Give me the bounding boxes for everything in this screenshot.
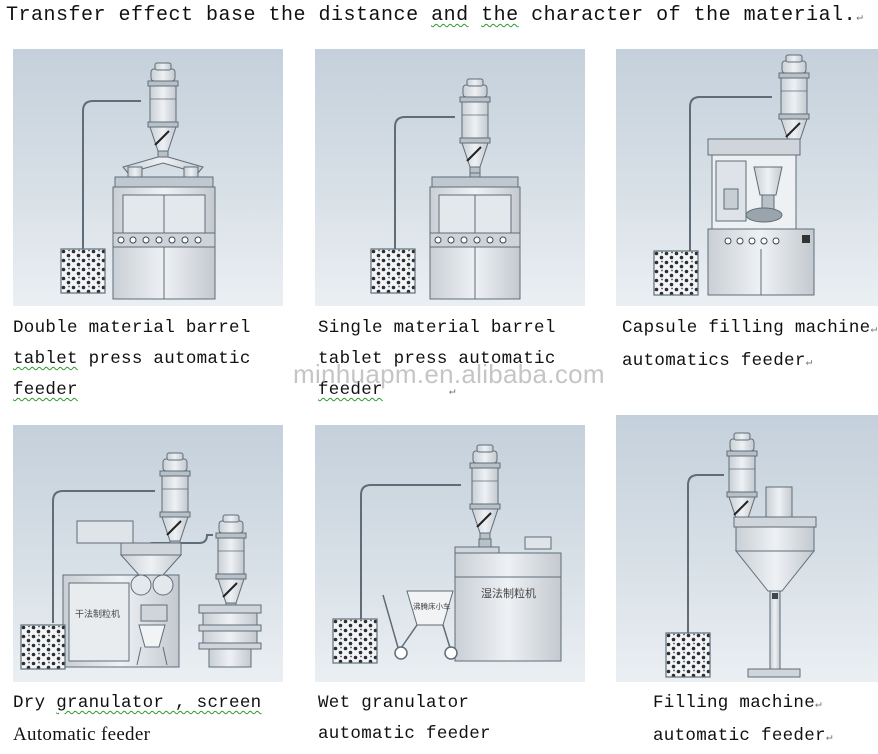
illustration-single-barrel-tablet-press	[315, 49, 585, 306]
caption-line: automatic feeder	[318, 724, 491, 744]
caption-line: feeder↵	[318, 380, 456, 400]
caption-capsule-filling: Capsule filling machine↵ automatics feed…	[622, 313, 877, 379]
cart-label: 沸腾床小车	[413, 601, 451, 611]
caption-line: Double material barrel	[13, 318, 251, 338]
caption-filling-machine: Filling machine↵ automatic feeder↵	[653, 688, 833, 754]
caption-line: automatics feeder↵	[622, 351, 813, 371]
caption-wet-granulator: Wet granulator automatic feeder	[318, 688, 491, 750]
dry-granulator-label: 干法制粒机	[75, 608, 120, 620]
caption-line: Filling machine↵	[653, 693, 822, 713]
caption-line: Wet granulator	[318, 693, 470, 713]
caption-line: Dry granulator , screen	[13, 693, 262, 713]
caption-line: tablet press automatic	[318, 349, 556, 369]
caption-line: Single material barrel	[318, 318, 556, 338]
illustration-dry-granulator-screen: 干法制粒机	[13, 425, 283, 682]
caption-double-barrel: Double material barrel tablet press auto…	[13, 313, 251, 406]
illustration-wet-granulator: 湿法制粒机 沸腾床小车	[315, 425, 585, 682]
caption-line: feeder	[13, 380, 78, 400]
caption-line: tablet press automatic	[13, 349, 251, 369]
caption-line: automatic feeder↵	[653, 726, 833, 746]
page-heading: Transfer effect base the distance and th…	[6, 4, 864, 27]
illustration-double-barrel-tablet-press	[13, 49, 283, 306]
caption-single-barrel: Single material barrel tablet press auto…	[318, 313, 556, 408]
caption-line: Capsule filling machine↵	[622, 318, 878, 338]
illustration-filling-machine	[616, 415, 878, 682]
illustration-capsule-filling-machine	[616, 49, 878, 306]
caption-line: Automatic feeder	[13, 724, 151, 745]
watermark: minhuapm.en.alibaba.com	[293, 359, 605, 389]
wet-granulator-label: 湿法制粒机	[481, 586, 536, 600]
caption-dry-granulator: Dry granulator , screen Automatic feeder	[13, 688, 261, 750]
